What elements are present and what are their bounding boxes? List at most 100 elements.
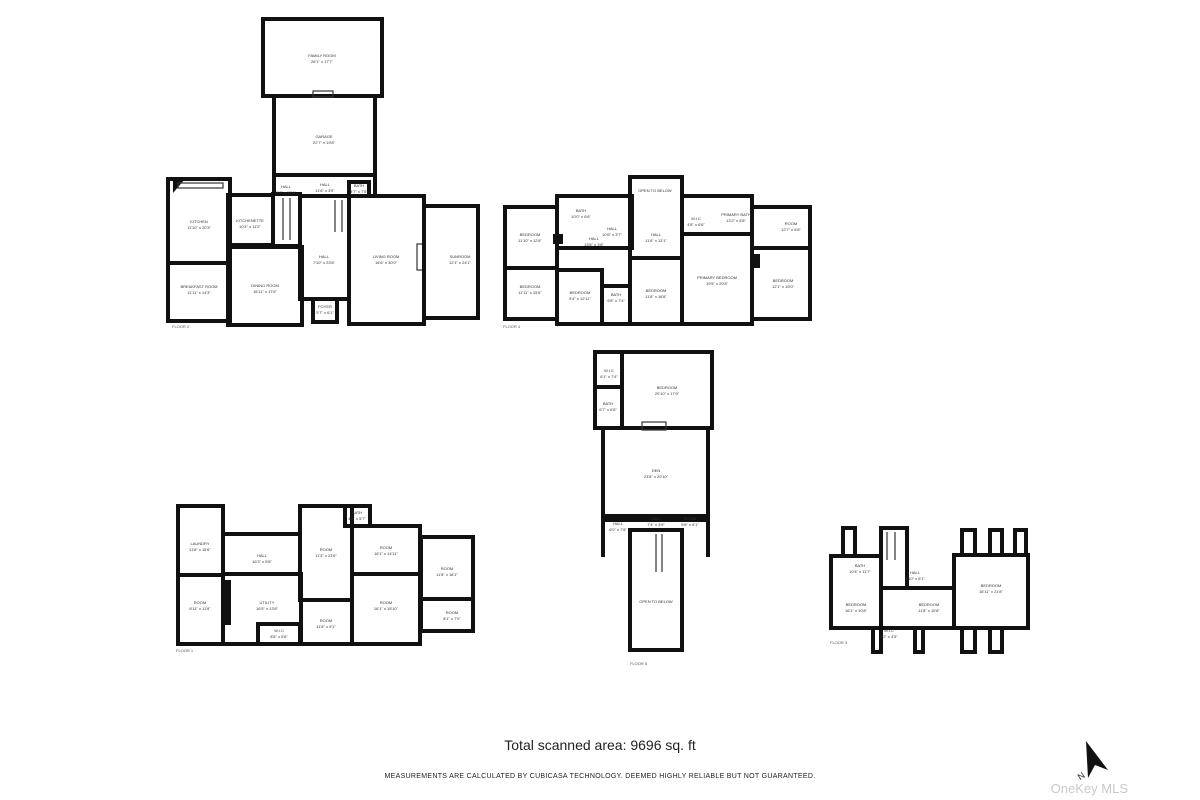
central-hall-outline — [628, 175, 684, 326]
room-16-1-14-11-outline — [350, 524, 422, 576]
kitchen-wall-fill — [173, 179, 185, 193]
floor-label: FLOOR 4 — [503, 324, 521, 329]
floor-label: FLOOR 3 — [830, 640, 848, 645]
garage-outline — [272, 94, 377, 196]
den-fireplace — [641, 421, 667, 431]
chimney-block — [553, 234, 563, 244]
open-to-below-outline — [628, 528, 684, 652]
floor-label: FLOOR 1 — [176, 648, 194, 653]
north-arrow-icon — [1086, 741, 1108, 778]
floor-3-stair-hall-outline — [879, 526, 909, 590]
stair-lines — [282, 198, 291, 240]
den-outline — [601, 426, 710, 522]
family-room-outline — [261, 17, 384, 98]
floor-3-dormers — [960, 528, 1028, 557]
floor-3-west-dormer — [841, 526, 857, 558]
floor-2-bath-outline — [347, 180, 371, 198]
floor-label: FLOOR 2 — [172, 324, 190, 329]
east-chimney-block — [754, 254, 760, 268]
hall-outline — [271, 192, 302, 248]
kitchen-wing-outline — [166, 177, 232, 323]
floor-5-stair-lines — [655, 534, 663, 572]
central-hall-stair-lines — [334, 200, 343, 232]
floor-5-bedroom-block-outline — [593, 350, 714, 430]
floor-3-lower-bays — [871, 626, 1004, 654]
floor-5-halls-outline — [601, 514, 710, 557]
kitchen-counter — [177, 182, 224, 189]
foyer-outline — [311, 297, 339, 324]
floor-label: FLOOR 5 — [630, 661, 648, 666]
east-bedrooms-outline — [750, 205, 812, 321]
measurement-disclaimer: MEASUREMENTS ARE CALCULATED BY CUBICASA … — [384, 773, 816, 780]
room-label: OPEN TO BELOW — [638, 188, 672, 193]
room-8-1-outline — [419, 597, 475, 633]
room-label: OPEN TO BELOW — [639, 599, 673, 604]
family-room-fireplace — [312, 90, 334, 98]
total-scanned-area: Total scanned area: 9696 sq. ft — [504, 737, 696, 753]
sunroom-outline — [422, 204, 480, 320]
floor-5-wic-bath-divider — [593, 350, 624, 430]
utility-wall-fill — [223, 580, 231, 625]
watermark: OneKey MLS — [1050, 781, 1128, 796]
west-bedrooms-outline — [503, 205, 559, 321]
floor-3-stair-lines — [886, 532, 896, 560]
